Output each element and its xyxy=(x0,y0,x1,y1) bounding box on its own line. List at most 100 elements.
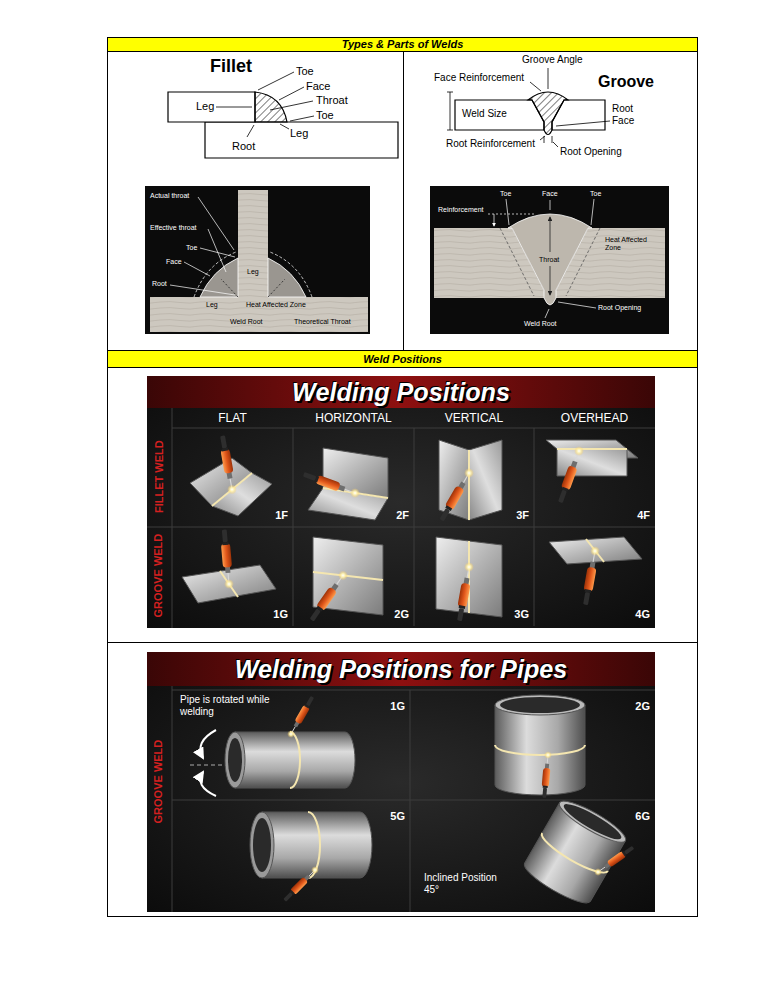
overhead-groove-figure xyxy=(581,545,601,605)
vertical-groove-figure xyxy=(436,537,502,622)
fillet-weld-image xyxy=(150,297,368,332)
pipe-2g-figure xyxy=(495,695,585,798)
groove-weld-image xyxy=(550,217,551,252)
groove-weld-image xyxy=(488,199,596,318)
groove-weld-image xyxy=(558,302,596,308)
part-label: Heat Affected Zone xyxy=(605,236,655,253)
fillet-weld-drawing xyxy=(216,107,252,108)
position-heading: HORIZONTAL xyxy=(315,411,391,425)
fillet-weld-image xyxy=(194,252,236,297)
groove-weld-image xyxy=(550,266,551,295)
vertical-fillet-figure xyxy=(468,450,470,520)
note: Pipe is rotated while welding xyxy=(180,694,270,718)
positions-panel-art xyxy=(147,376,655,628)
part-label: Toe xyxy=(296,65,314,78)
groove-weld-image xyxy=(500,228,534,296)
part-label: Toe xyxy=(500,190,511,198)
note: Inclined Position 45° xyxy=(424,872,514,896)
drawing-title: Fillet xyxy=(210,56,252,78)
part-label: Theoretical Throat xyxy=(294,318,351,326)
part-label: Root Face xyxy=(612,103,642,127)
part-label: Face xyxy=(166,258,182,266)
pipe-panel-art xyxy=(172,686,173,912)
pipe-5g-figure xyxy=(250,812,372,903)
vertical-fillet-figure xyxy=(469,440,502,520)
part-label: Weld Root xyxy=(524,320,557,328)
flat-fillet-figure xyxy=(190,435,272,516)
groove-weld-image xyxy=(591,199,594,225)
position-code: 4F xyxy=(637,509,650,522)
position-code: 5G xyxy=(390,810,405,823)
flat-groove-figure xyxy=(182,529,276,603)
horizontal-groove-figure xyxy=(313,572,383,580)
pipe-1g-figure xyxy=(200,730,216,758)
position-heading: FLAT xyxy=(218,411,246,425)
vertical-groove-figure xyxy=(468,541,470,613)
part-label: Toe xyxy=(316,109,334,122)
pipe-6g-figure xyxy=(520,795,630,909)
groove-weld-drawing xyxy=(553,142,558,147)
pipe-1g-figure xyxy=(228,738,242,782)
pipe-2g-figure xyxy=(495,745,585,755)
fillet-weld-image xyxy=(184,262,210,276)
position-heading: VERTICAL xyxy=(445,411,503,425)
section-header-band: Weld Positions xyxy=(107,350,698,368)
fillet-weld-image xyxy=(200,248,235,257)
fillet-weld-image xyxy=(270,252,312,297)
positions-panel-art xyxy=(147,376,655,408)
pipe-5g-figure xyxy=(253,818,271,872)
pipe-6g-figure xyxy=(520,795,635,909)
positions-panel-art xyxy=(147,527,655,528)
part-label: Face xyxy=(542,190,558,198)
pipe-1g-figure xyxy=(286,695,316,739)
groove-weld-image xyxy=(488,214,536,215)
fillet-weld-image xyxy=(170,285,235,295)
position-code: 4G xyxy=(635,608,650,621)
positions-panel-art xyxy=(147,408,655,628)
fillet-weld-drawing xyxy=(258,72,294,90)
fillet-weld-image xyxy=(198,197,234,250)
pipe-1g-figure xyxy=(290,732,300,788)
part-label: Weld Size xyxy=(462,108,507,120)
groove-weld-image xyxy=(545,309,549,318)
weld-type-label: FILLET WELD xyxy=(152,441,165,514)
fillet-weld-image xyxy=(268,279,285,297)
fillet-weld-image xyxy=(238,190,268,297)
position-code: 3G xyxy=(514,608,529,621)
part-label: Toe xyxy=(186,244,197,252)
part-label: Toe xyxy=(590,190,601,198)
pipe-panel-art xyxy=(410,690,411,912)
part-label: Leg xyxy=(206,301,218,309)
pipe-6g-figure xyxy=(560,799,624,844)
weld-type-label: GROOVE WELD xyxy=(152,740,165,824)
groove-weld-drawing xyxy=(450,92,451,130)
flat-fillet-figure xyxy=(212,473,272,516)
vertical-groove-figure xyxy=(455,561,475,621)
groove-weld-drawing xyxy=(447,130,453,131)
positions-panel-art xyxy=(147,376,655,628)
weld-type-label: GROOVE WELD xyxy=(152,534,165,618)
table-frame xyxy=(108,38,698,917)
part-label: Weld Root xyxy=(230,318,263,326)
part-label: Leg xyxy=(196,100,214,113)
part-label: Root Opening xyxy=(598,304,641,312)
horizontal-groove-figure xyxy=(308,569,350,623)
drawing-title: Groove xyxy=(598,72,654,91)
overhead-fillet-figure xyxy=(546,440,638,504)
part-label: Reinforcement xyxy=(438,206,484,214)
part-label: Heat Affected Zone xyxy=(246,301,306,309)
horizontal-fillet-figure xyxy=(308,488,388,520)
pipe-panel-art xyxy=(147,652,655,912)
groove-weld-drawing xyxy=(447,92,453,93)
panel-title: Welding Positions xyxy=(147,376,655,408)
part-label: Face xyxy=(306,80,330,93)
groove-weld-drawing xyxy=(552,136,553,143)
table-frame xyxy=(107,642,698,643)
fillet-weld-drawing xyxy=(290,116,314,121)
part-label: Leg xyxy=(247,268,259,276)
part-label: Leg xyxy=(290,127,308,140)
position-code: 6G xyxy=(635,810,650,823)
fillet-weld-image xyxy=(145,186,370,334)
